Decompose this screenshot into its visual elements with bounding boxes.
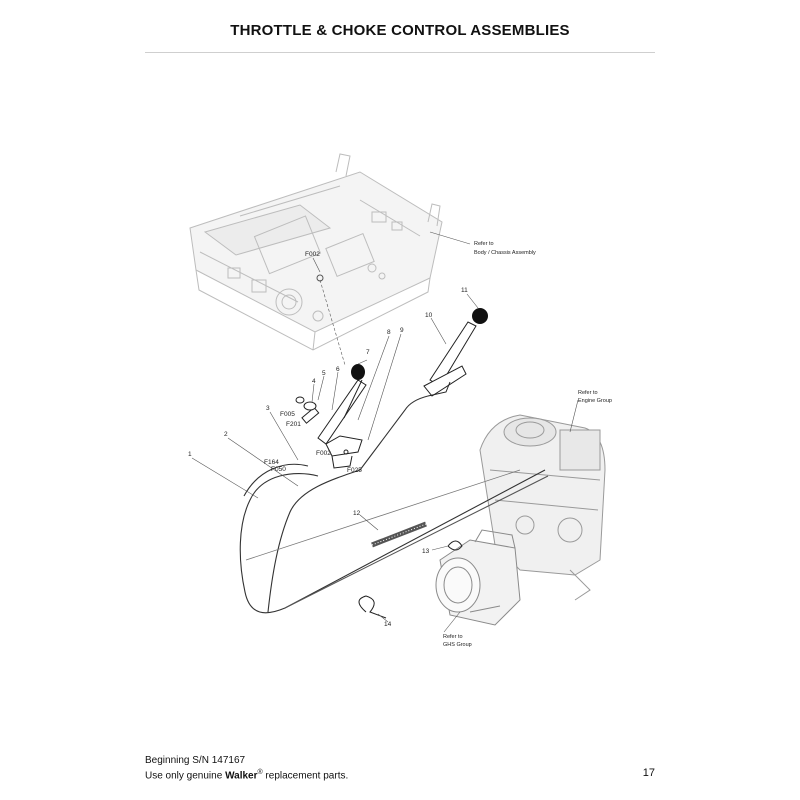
notice-text-post: replacement parts. xyxy=(262,770,349,782)
callout-f025: F025 xyxy=(347,467,362,474)
callout-10: 10 xyxy=(425,312,433,319)
page-title: THROTTLE & CHOKE CONTROL ASSEMBLIES xyxy=(230,22,570,39)
cable-clip-part xyxy=(447,540,463,551)
registered-mark: ® xyxy=(257,769,263,776)
page-number: 17 xyxy=(642,767,655,779)
ref-body-line1: Refer to xyxy=(474,241,494,247)
callout-4: 4 xyxy=(312,378,316,385)
choke-lever-assembly xyxy=(423,321,477,397)
callout-5: 5 xyxy=(322,370,326,377)
callout-6: 6 xyxy=(336,366,340,373)
callout-13: 13 xyxy=(422,548,430,555)
callout-f005: F005 xyxy=(280,411,295,418)
cable-clamp-part xyxy=(358,595,387,619)
callout-2: 2 xyxy=(224,431,228,438)
callout-12: 12 xyxy=(353,510,361,517)
throttle-knob-icon xyxy=(351,364,365,380)
serial-number: Beginning S/N 147167 xyxy=(145,755,246,766)
ref-ghs-line2: GHS Group xyxy=(443,642,472,648)
title-divider xyxy=(145,52,655,53)
callout-f002-lever: F002 xyxy=(316,450,331,457)
callout-f201: F201 xyxy=(286,421,301,428)
callout-11: 11 xyxy=(461,287,468,294)
callout-7: 7 xyxy=(366,349,370,356)
ref-ghs-line1: Refer to xyxy=(443,634,463,640)
callout-9: 9 xyxy=(400,327,404,334)
notice-text-pre: Use only genuine xyxy=(145,770,226,782)
throttle-cable xyxy=(239,469,546,614)
brand-name: Walker xyxy=(225,770,258,782)
lever-assembly xyxy=(295,379,367,469)
callout-f002-chassis: F002 xyxy=(305,251,320,258)
callout-8: 8 xyxy=(387,329,391,336)
ref-body-line2: Body / Chassis Assembly xyxy=(474,250,536,256)
spring-part xyxy=(371,521,427,548)
choke-cable xyxy=(243,463,309,497)
callout-3: 3 xyxy=(266,405,270,412)
callout-1: 1 xyxy=(188,451,192,458)
callout-f164: F164 xyxy=(264,459,279,466)
chassis-body-drawing xyxy=(189,153,443,351)
footer-notice: Beginning S/N 147167 Use only genuine Wa… xyxy=(145,755,348,782)
callout-f050: F050 xyxy=(271,466,286,473)
ref-engine-line2: Engine Group xyxy=(578,398,612,404)
ghs-housing-drawing xyxy=(435,529,521,626)
leader-lines xyxy=(191,231,579,633)
choke-knob-icon xyxy=(472,308,488,324)
callout-14: 14 xyxy=(384,621,392,628)
cable-inner-run xyxy=(267,395,429,613)
control-cables xyxy=(239,395,549,614)
replacement-parts-notice: Use only genuine Walker® replacement par… xyxy=(145,767,348,782)
ref-engine-line1: Refer to xyxy=(578,390,598,396)
